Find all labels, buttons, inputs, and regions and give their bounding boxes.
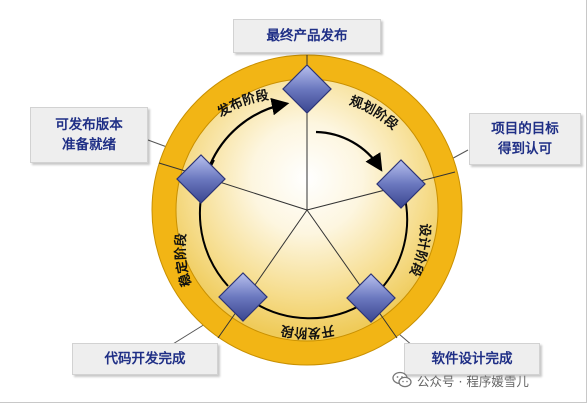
milestone-final-release-text: 最终产品发布: [266, 28, 348, 44]
milestone-code-complete: 代码开发完成: [72, 343, 218, 375]
development-arc: [249, 299, 367, 320]
milestone-design-complete: 软件设计完成: [404, 343, 540, 375]
milestone-diamond-left-upper: [176, 154, 226, 204]
milestone-goal-approved-text: 项目的目标 得到认可: [491, 121, 559, 157]
milestone-release-ready: 可发布版本 准备就绪: [30, 107, 148, 163]
milestone-diamond-right-upper: [376, 159, 426, 209]
planning-arrow: [315, 130, 383, 172]
watermark: 公众号 · 程序媛雪儿: [392, 369, 529, 391]
release-arrow: [208, 97, 290, 166]
milestone-release-ready-text: 可发布版本 准备就绪: [55, 117, 123, 153]
wechat-icon: [392, 371, 412, 388]
milestone-code-complete-text: 代码开发完成: [104, 351, 186, 367]
milestone-design-complete-text: 软件设计完成: [431, 351, 513, 367]
milestone-goal-approved: 项目的目标 得到认可: [469, 113, 581, 165]
milestone-diamond-right-lower: [346, 273, 396, 323]
watermark-text: 公众号 · 程序媛雪儿: [417, 373, 529, 389]
design-arc: [379, 193, 409, 291]
milestone-diamond-top: [282, 64, 332, 114]
milestone-diamond-left-lower: [218, 272, 268, 322]
milestone-final-release: 最终产品发布: [233, 19, 381, 53]
